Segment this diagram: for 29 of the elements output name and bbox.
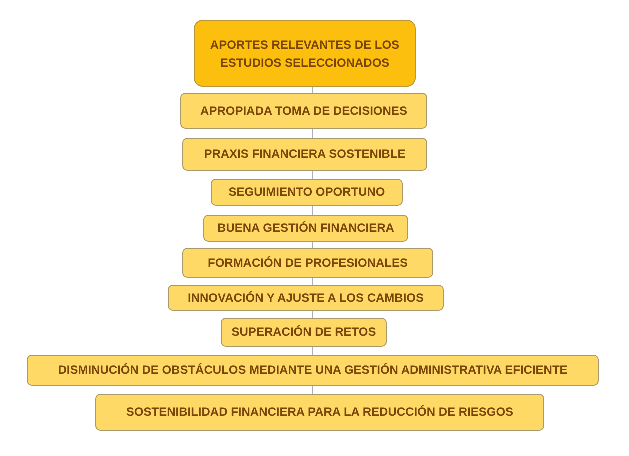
connector-line bbox=[312, 206, 314, 216]
topic-label: BUENA GESTIÓN FINANCIERA bbox=[218, 221, 394, 236]
connector-line bbox=[312, 170, 314, 180]
topic-box bbox=[168, 285, 444, 311]
topic-label: SEGUIMIENTO OPORTUNO bbox=[228, 185, 386, 200]
topic-label: INNOVACIÓN Y AJUSTE A LOS CAMBIOS bbox=[188, 290, 424, 306]
topic-box bbox=[182, 248, 434, 278]
topic-box bbox=[204, 215, 408, 242]
topic-label: APORTES RELEVANTES DE LOS ESTUDIOS SELECCIONADOS bbox=[209, 36, 401, 72]
connector-line bbox=[312, 128, 314, 138]
connector-line bbox=[312, 346, 314, 356]
topic-label: SOSTENIBILIDAD FINANCIERA PARA LA REDUCCIÓN DE RIESGOS bbox=[126, 405, 514, 420]
central-topic-box bbox=[194, 20, 416, 87]
connector-line bbox=[312, 278, 314, 286]
connector-line bbox=[312, 310, 314, 318]
topic-label: DISMINUCIÓN DE OBSTÁCULOS MEDIANTE UNA GESTIÓN ADMINISTRATIVA EFICIENTE bbox=[58, 363, 568, 378]
connector-line bbox=[312, 242, 314, 248]
topic-box bbox=[211, 179, 403, 206]
connector-line bbox=[312, 386, 314, 394]
topic-box bbox=[27, 355, 599, 386]
topic-box bbox=[182, 138, 428, 171]
topic-label: APROPIADA TOMA DE DECISIONES bbox=[200, 104, 408, 118]
topic-label: FORMACIÓN DE PROFESIONALES bbox=[208, 256, 408, 270]
connector-line bbox=[312, 86, 314, 94]
topic-box bbox=[96, 394, 544, 431]
topic-label: SUPERACIÓN DE RETOS bbox=[232, 325, 376, 340]
topic-label: PRAXIS FINANCIERA SOSTENIBLE bbox=[204, 147, 406, 162]
topic-box bbox=[180, 93, 428, 129]
topic-box bbox=[221, 318, 387, 347]
